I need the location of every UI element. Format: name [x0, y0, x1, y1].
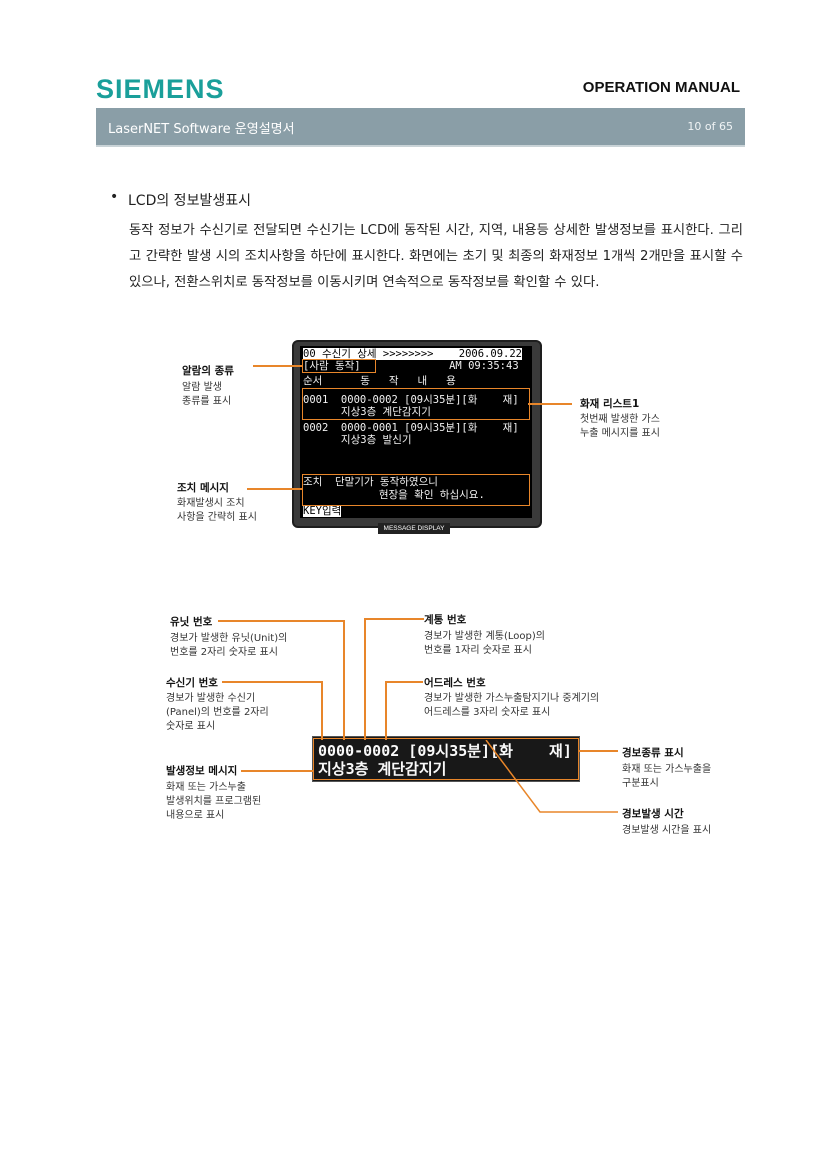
time-leader [485, 740, 618, 813]
siemens-logo: SIEMENS [96, 74, 225, 104]
lcd-detail-line-1: 0000-0002 [09시35분][화 재] [318, 742, 572, 760]
address-title: 어드레스 번호 [424, 677, 486, 689]
time-desc-1: 경보발생 시간을 표시 [622, 825, 712, 836]
lcd-line-3: 순서 동 작 내 용 [303, 375, 456, 387]
message-desc-3: 내용으로 표시 [166, 810, 225, 821]
message-display-tag: MESSAGE DISPLAY [378, 523, 450, 534]
alarm-type-leader [253, 365, 303, 367]
loop-leader-v [364, 618, 366, 740]
loop-desc-2: 번호를 1자리 숫자로 표시 [424, 645, 532, 656]
action-leader [247, 488, 303, 490]
panel-leader-v [321, 681, 323, 740]
message-title: 발생정보 메시지 [166, 765, 238, 777]
page-number: 10 of 65 [687, 120, 733, 133]
fire-list-box [302, 388, 530, 420]
lcd-line-7: 지상3층 발신기 [303, 434, 412, 446]
panel-desc-1: 경보가 발생한 수신기 [166, 693, 256, 704]
address-desc-2: 어드레스를 3자리 숫자로 표시 [424, 707, 551, 718]
address-leader-v [385, 681, 387, 740]
address-leader-h [385, 681, 423, 683]
section-title: LCD의 정보발생표시 [128, 193, 251, 209]
message-leader [241, 770, 314, 772]
header-band: LaserNET Software 운영설명서 10 of 65 [96, 108, 745, 147]
action-desc-1: 화재발생시 조치 [177, 498, 245, 509]
manual-title: OPERATION MANUAL [582, 79, 740, 96]
loop-title: 계통 번호 [424, 614, 467, 626]
fire-list-desc-2: 누출 메시지를 표시 [580, 428, 660, 439]
lcd-detail-line-2: 지상3층 계단감지기 [318, 760, 447, 778]
alarm-type-box [302, 359, 376, 373]
alarm-type-title: 알람의 종류 [182, 365, 234, 377]
lcd-detail-screen: 0000-0002 [09시35분][화 재] 지상3층 계단감지기 [312, 736, 580, 782]
lcd-line-6: 0002 0000-0001 [09시35분][화 재] [303, 422, 519, 434]
action-desc-2: 사항을 간략히 표시 [177, 512, 257, 523]
loop-leader-h [364, 618, 424, 620]
loop-desc-1: 경보가 발생한 계통(Loop)의 [424, 631, 545, 642]
unit-desc-2: 번호를 2자리 숫자로 표시 [170, 647, 278, 658]
message-desc-2: 발생위치를 프로그램된 [166, 796, 262, 807]
action-box [302, 474, 530, 506]
panel-desc-2: (Panel)의 번호를 2자리 [166, 707, 269, 718]
unit-desc-1: 경보가 발생한 유닛(Unit)의 [170, 633, 288, 644]
lcd-screen: 00 수신기 상세 >>>>>>>> 2006.09.22 [사람 동작] AM… [300, 346, 532, 518]
alarm-type-desc-1: 알람 발생 [182, 382, 222, 393]
section-paragraph: 동작 정보가 수신기로 전달되면 수신기는 LCD에 동작된 시간, 지역, 내… [129, 223, 743, 290]
address-desc-1: 경보가 발생한 가스누출탐지기나 중계기의 [424, 693, 600, 704]
panel-desc-3: 숫자로 표시 [166, 721, 216, 732]
panel-leader-h [222, 681, 322, 683]
doc-title: LaserNET Software 운영설명서 [108, 122, 295, 137]
lcd-line-1: 00 수신기 상세 >>>>>>>> 2006.09.22 [303, 348, 522, 360]
kind-desc-1: 화재 또는 가스누출을 [622, 764, 712, 775]
alarm-type-desc-2: 종류를 표시 [182, 396, 232, 407]
time-title: 경보발생 시간 [622, 808, 684, 820]
message-desc-1: 화재 또는 가스누출 [166, 782, 246, 793]
lcd-line-8: 조치 단말기가 동작하였으니 [303, 476, 438, 488]
kind-leader [578, 750, 618, 752]
detail-outline [313, 738, 579, 780]
kind-title: 경보종류 표시 [622, 747, 684, 759]
fire-list-leader [528, 403, 572, 405]
lcd-line-5: 지상3층 계단감지기 [303, 406, 431, 418]
fire-list-desc-1: 첫번째 발생한 가스 [580, 414, 660, 425]
kind-desc-2: 구분표시 [622, 778, 659, 789]
unit-leader-v [343, 620, 345, 740]
section-bullet: LCD의 정보발생표시 [110, 189, 251, 210]
unit-title: 유닛 번호 [170, 616, 213, 628]
lcd-line-10: KEY입력 [303, 505, 342, 517]
lcd-line-4: 0001 0000-0002 [09시35분][화 재] [303, 394, 519, 406]
lcd-line-2: [사람 동작] AM 09:35:43 [303, 360, 519, 372]
panel-title: 수신기 번호 [166, 677, 218, 689]
lcd-line-9: 현장을 확인 하십시요. [303, 489, 485, 501]
fire-list-title: 화재 리스트1 [580, 398, 640, 410]
action-title: 조치 메시지 [177, 482, 229, 494]
unit-leader-h [218, 620, 344, 622]
